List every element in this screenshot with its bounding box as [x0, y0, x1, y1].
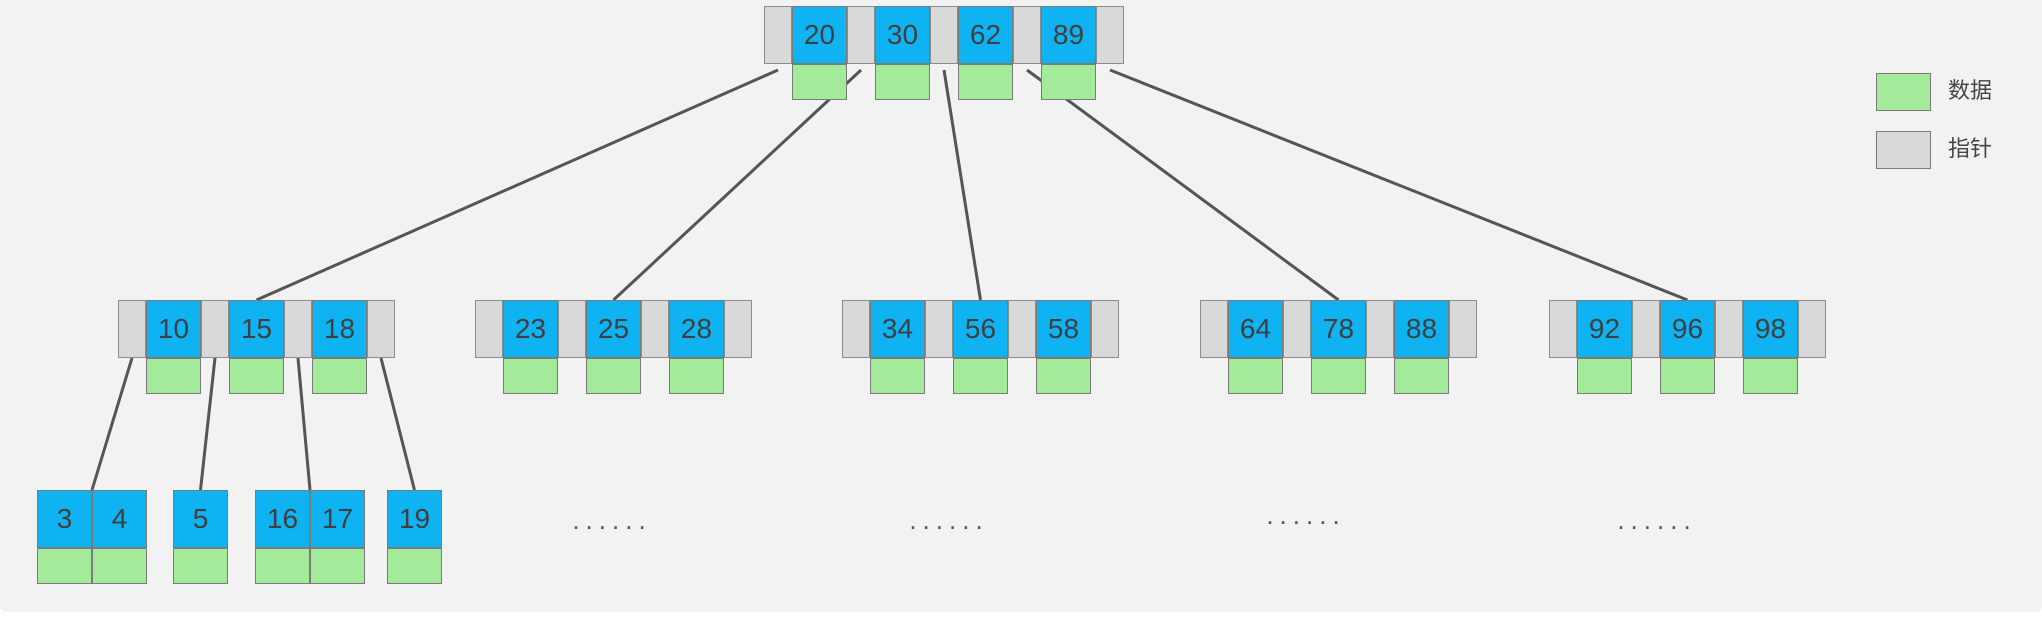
leaf-node-3-key: 16	[255, 490, 310, 548]
tree-edge	[942, 69, 982, 301]
root-node-pointer	[847, 6, 875, 64]
level1-node-2-key: 23	[503, 300, 558, 358]
level1-node-2-data	[669, 358, 724, 394]
level1-node-4-data	[1311, 358, 1366, 394]
level1-node-2-pointer	[475, 300, 503, 358]
level1-node-2-data	[586, 358, 641, 394]
leaf-node-3-key: 17	[310, 490, 365, 548]
root-node-key: 62	[958, 6, 1013, 64]
level1-node-5-pointer	[1632, 300, 1660, 358]
leaf-node-1-key: 4	[92, 490, 147, 548]
level1-node-3-pointer	[925, 300, 953, 358]
level1-node-3-pointer	[1008, 300, 1036, 358]
level1-node-3-key: 34	[870, 300, 925, 358]
leaf-node-3-data	[310, 548, 365, 584]
level1-node-5-pointer	[1549, 300, 1577, 358]
level1-node-5-key: 98	[1743, 300, 1798, 358]
level1-node-2-pointer	[558, 300, 586, 358]
tree-edge	[612, 68, 863, 302]
ellipsis-4: ......	[1617, 505, 1697, 535]
level1-node-1-pointer	[118, 300, 146, 358]
level1-node-3-data	[1036, 358, 1091, 394]
tree-edge	[1026, 68, 1340, 302]
leaf-node-1-data	[92, 548, 147, 584]
level1-node-5-data	[1660, 358, 1715, 394]
level1-node-3-key: 58	[1036, 300, 1091, 358]
ellipsis-3: ......	[1266, 500, 1346, 530]
root-node-key: 20	[792, 6, 847, 64]
level1-node-4-pointer	[1283, 300, 1311, 358]
level1-node-3-data	[870, 358, 925, 394]
tree-edge	[199, 357, 217, 491]
root-node-data	[958, 64, 1013, 100]
leaf-node-2-data	[173, 548, 228, 584]
root-node-pointer	[930, 6, 958, 64]
level1-node-2-key: 28	[669, 300, 724, 358]
root-node-data	[792, 64, 847, 100]
level1-node-3-pointer	[842, 300, 870, 358]
level1-node-2-pointer	[724, 300, 752, 358]
level1-node-5-pointer	[1798, 300, 1826, 358]
level1-node-1-key: 15	[229, 300, 284, 358]
level1-node-1-key: 18	[312, 300, 367, 358]
level1-node-5-key: 96	[1660, 300, 1715, 358]
tree-edge	[379, 357, 416, 491]
tree-edge	[255, 68, 779, 302]
root-node-pointer	[1013, 6, 1041, 64]
level1-node-1-pointer	[284, 300, 312, 358]
level1-node-2-pointer	[641, 300, 669, 358]
level1-node-4-pointer	[1366, 300, 1394, 358]
level1-node-2-key: 25	[586, 300, 641, 358]
leaf-node-2-key: 5	[173, 490, 228, 548]
level1-node-4-key: 88	[1394, 300, 1449, 358]
level1-node-1-data	[312, 358, 367, 394]
level1-node-2-data	[503, 358, 558, 394]
tree-edge	[296, 357, 312, 491]
legend-data-swatch	[1876, 73, 1931, 111]
level1-node-3-pointer	[1091, 300, 1119, 358]
tree-edge	[90, 357, 134, 491]
legend-data-label: 数据	[1948, 79, 1993, 104]
level1-node-3-data	[953, 358, 1008, 394]
level1-node-4-data	[1394, 358, 1449, 394]
level1-node-4-data	[1228, 358, 1283, 394]
ellipsis-1: ......	[572, 505, 652, 535]
level1-node-1-pointer	[201, 300, 229, 358]
level1-node-4-pointer	[1200, 300, 1228, 358]
level1-node-1-data	[146, 358, 201, 394]
ellipsis-2: ......	[909, 505, 989, 535]
level1-node-1-data	[229, 358, 284, 394]
root-node-pointer	[1096, 6, 1124, 64]
leaf-node-4-data	[387, 548, 442, 584]
root-node-data	[875, 64, 930, 100]
level1-node-5-key: 92	[1577, 300, 1632, 358]
leaf-node-1-key: 3	[37, 490, 92, 548]
level1-node-4-key: 64	[1228, 300, 1283, 358]
legend-pointer-swatch	[1876, 131, 1931, 169]
level1-node-5-data	[1577, 358, 1632, 394]
legend-pointer-label: 指针	[1948, 137, 1993, 162]
level1-node-1-pointer	[367, 300, 395, 358]
root-node-key: 30	[875, 6, 930, 64]
level1-node-1-key: 10	[146, 300, 201, 358]
root-node-data	[1041, 64, 1096, 100]
level1-node-4-key: 78	[1311, 300, 1366, 358]
leaf-node-1-data	[37, 548, 92, 584]
level1-node-5-data	[1743, 358, 1798, 394]
root-node-pointer	[764, 6, 792, 64]
level1-node-3-key: 56	[953, 300, 1008, 358]
leaf-node-3-data	[255, 548, 310, 584]
level1-node-4-pointer	[1449, 300, 1477, 358]
tree-edge	[1109, 68, 1689, 302]
level1-node-5-pointer	[1715, 300, 1743, 358]
root-node-key: 89	[1041, 6, 1096, 64]
leaf-node-4-key: 19	[387, 490, 442, 548]
